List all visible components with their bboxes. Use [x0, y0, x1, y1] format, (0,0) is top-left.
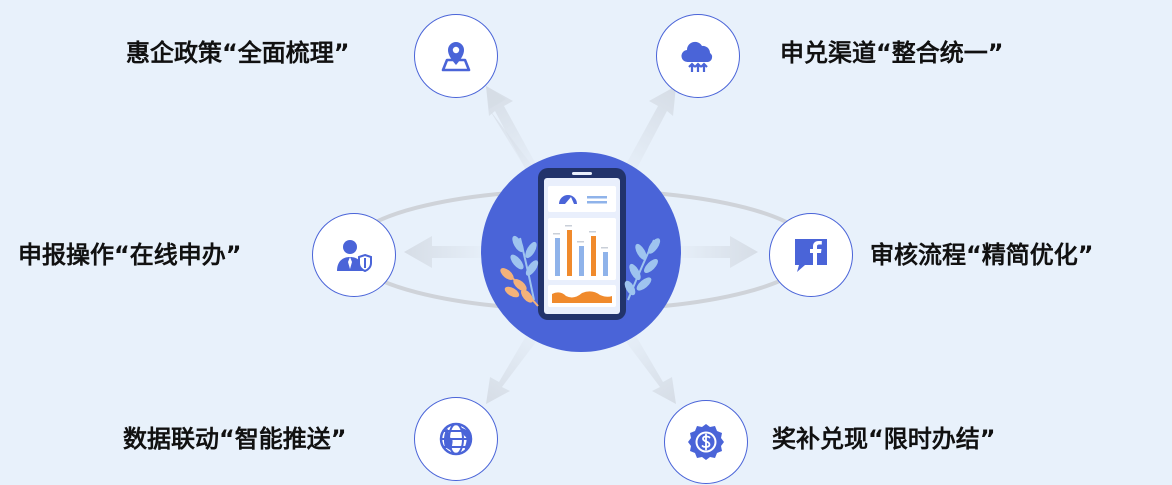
review-node	[769, 213, 853, 297]
arrow-lower-left-shaft	[486, 336, 536, 404]
feature-label-review: 审核流程“精简优化”	[870, 241, 1094, 269]
channel-node	[656, 14, 740, 98]
feature-label-reward: 奖补兑现“限时办结”	[772, 425, 996, 453]
smartphone-dashboard-icon	[538, 168, 626, 320]
user-shield-icon	[337, 240, 372, 273]
feature-label-data: 数据联动“智能推送”	[123, 425, 347, 453]
globe-icon	[439, 422, 473, 456]
feature-label-apply: 申报操作“在线申办”	[18, 241, 242, 269]
policy-node	[414, 14, 498, 98]
arrow-lower-right-shaft	[626, 336, 676, 404]
feature-label-channel: 申兑渠道“整合统一”	[780, 39, 1004, 67]
arrow-upper-right-shaft	[625, 86, 676, 172]
cloud-upload-icon	[681, 41, 713, 72]
dollar-badge-icon	[688, 424, 724, 460]
facebook-chat-icon	[795, 239, 827, 272]
leaf-decoration-right	[624, 238, 661, 301]
data-node	[414, 397, 498, 481]
feature-label-policy: 惠企政策“全面梳理”	[126, 39, 350, 67]
arrow-left-shaft	[404, 236, 482, 268]
leaf-decoration-left	[500, 235, 539, 307]
arrow-right-shaft	[680, 236, 758, 268]
map-pin-icon	[441, 42, 471, 72]
apply-node	[312, 213, 396, 297]
reward-node	[664, 400, 748, 484]
arrow-upper-left-shaft	[486, 86, 537, 172]
